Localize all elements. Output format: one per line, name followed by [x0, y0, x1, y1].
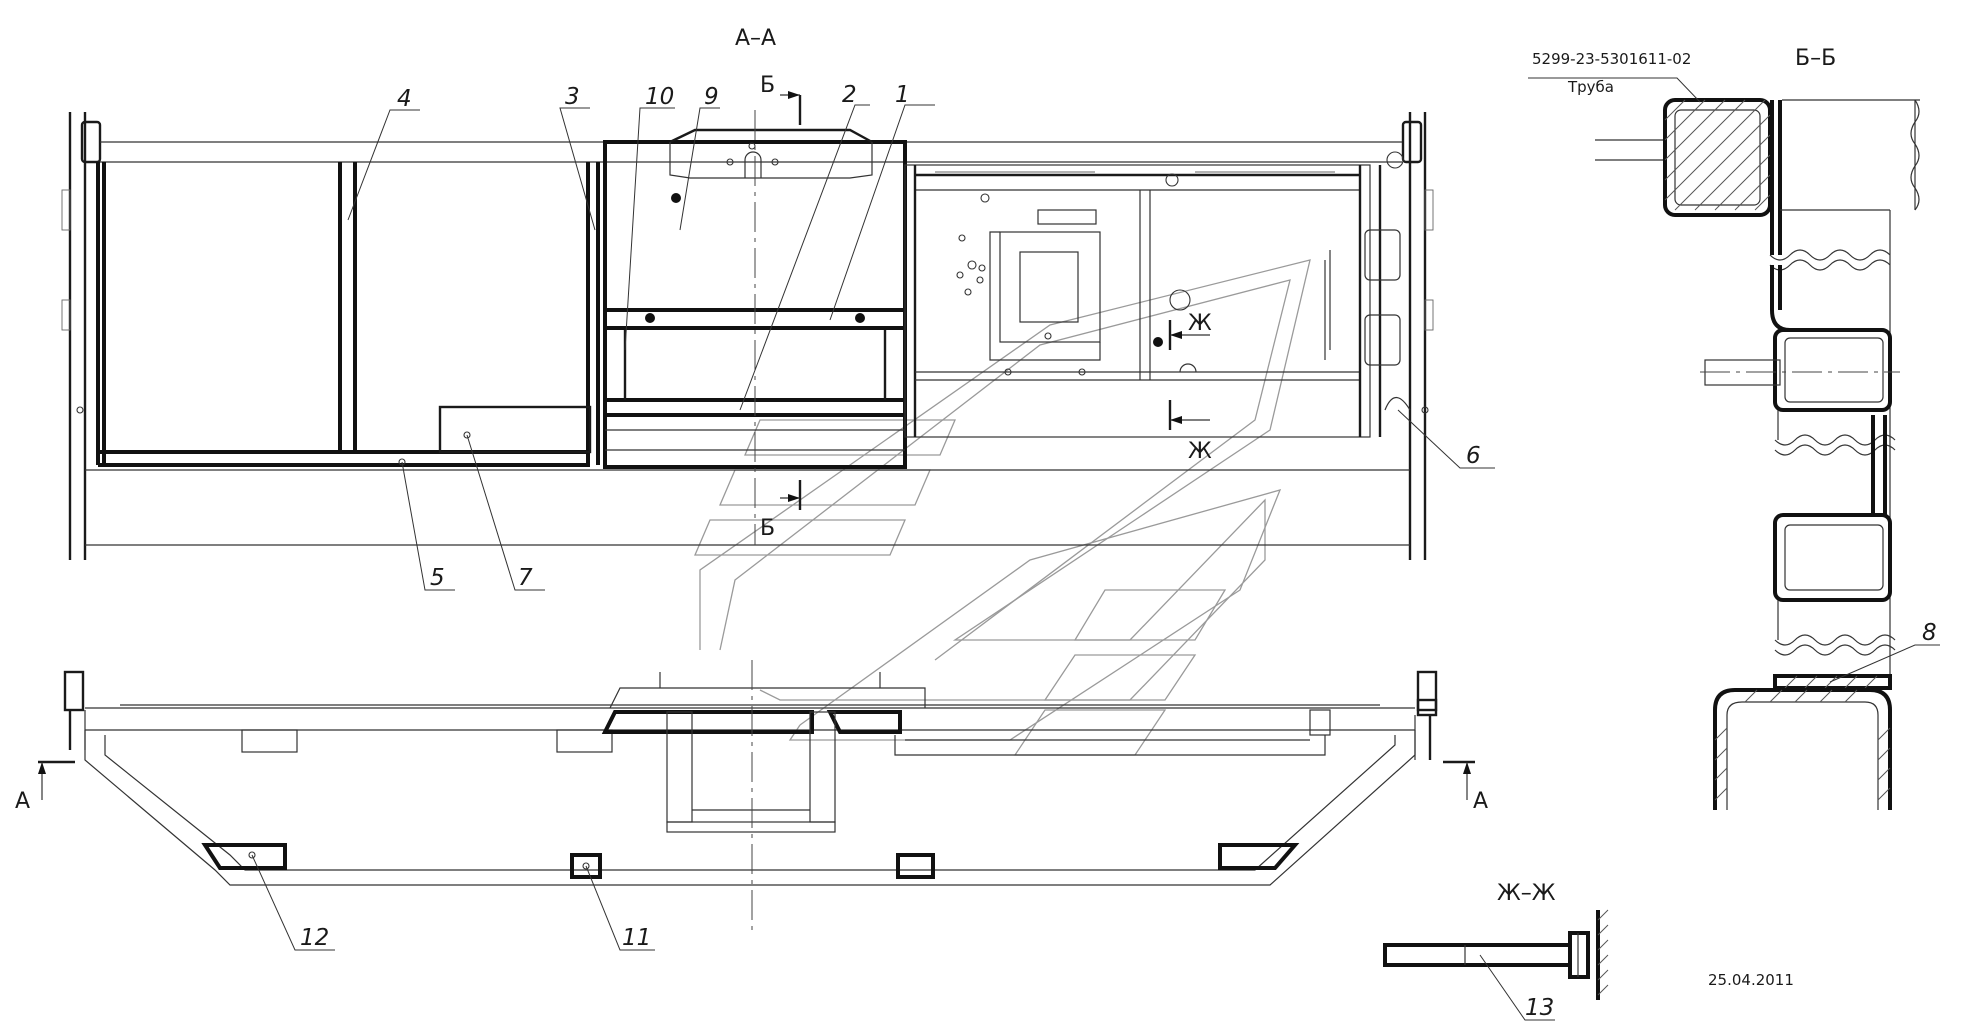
section-zhzh-view — [1383, 909, 1609, 1000]
callout-13: 13 — [1525, 995, 1554, 1021]
text-labels: А–А Б–Б Ж–Ж Б Б Ж Ж A A 1 2 3 4 5 6 7 8 … — [15, 26, 1937, 1021]
section-bb-view — [1595, 98, 1920, 810]
drawing-date: 25.04.2011 — [1708, 971, 1794, 989]
part-note-code: 5299-23-5301611-02 — [1532, 50, 1691, 68]
section-bb-title: Б–Б — [1795, 46, 1836, 71]
callout-8: 8 — [1922, 620, 1937, 646]
callout-7: 7 — [518, 565, 533, 591]
section-zhzh-title: Ж–Ж — [1497, 881, 1556, 906]
leader-lines — [251, 77, 1940, 1021]
watermark-logo — [694, 259, 1311, 756]
callout-4: 4 — [397, 86, 412, 112]
callout-5: 5 — [430, 565, 445, 591]
plan-view — [38, 660, 1475, 930]
callout-12: 12 — [300, 925, 329, 951]
cut-mark-zh-bottom: Ж — [1188, 439, 1212, 464]
cut-mark-a-right: A — [1473, 789, 1488, 814]
section-aa-view — [61, 91, 1434, 560]
callout-10: 10 — [645, 84, 674, 110]
part-note-name: Труба — [1567, 78, 1614, 96]
callout-6: 6 — [1466, 443, 1481, 469]
callout-2: 2 — [842, 82, 857, 108]
cut-mark-b-top: Б — [760, 73, 775, 98]
callout-11: 11 — [622, 925, 651, 951]
cut-mark-b-bottom: Б — [760, 516, 775, 541]
callout-1: 1 — [895, 82, 910, 108]
callout-9: 9 — [704, 84, 719, 110]
cut-mark-a-left: A — [15, 789, 30, 814]
section-aa-title: А–А — [735, 26, 776, 51]
cut-mark-zh-top: Ж — [1188, 311, 1212, 336]
callout-3: 3 — [565, 84, 580, 110]
